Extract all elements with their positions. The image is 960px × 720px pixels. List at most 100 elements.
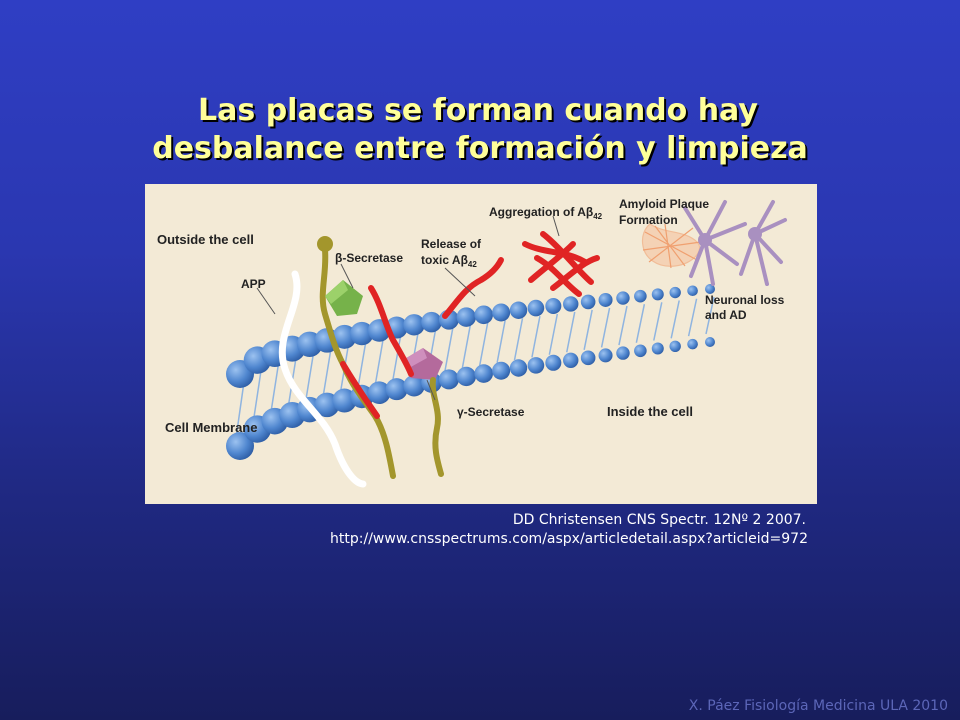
lipid-head: [403, 375, 425, 397]
label-neuronal-line1: Neuronal loss: [705, 293, 785, 307]
lipid-head: [474, 305, 494, 325]
lipid-head: [385, 378, 408, 401]
lipid-tail: [270, 361, 280, 414]
lipid-head: [438, 369, 459, 390]
lipid-head: [456, 366, 476, 387]
lipid-head: [421, 311, 442, 333]
lipid-tail: [496, 320, 506, 363]
lipid-tail: [461, 324, 472, 369]
lipid-tail: [374, 338, 384, 385]
lipid-tail: [687, 298, 698, 337]
amyloid-diagram-svg: Outside the cell APP β-Secretase Release…: [157, 197, 787, 488]
app-protein: [278, 270, 367, 488]
lipid-head: [527, 299, 545, 317]
label-app: APP: [241, 277, 266, 291]
lipid-head: [350, 321, 374, 346]
stub-knob: [317, 236, 333, 252]
label-cell-membrane: Cell Membrane: [165, 420, 257, 435]
lipid-head: [527, 357, 545, 374]
lipid-tail: [513, 318, 524, 361]
lipid-head: [580, 350, 596, 366]
amyloid-plaque: [641, 223, 702, 269]
lipid-tail: [531, 315, 541, 358]
lipid-tail: [235, 381, 245, 439]
lipid-head: [634, 344, 647, 358]
title-line-2: desbalance entre formación y limpieza: [152, 131, 808, 166]
lipid-tail: [600, 307, 611, 348]
lipid-head: [492, 303, 511, 322]
lipid-tail: [444, 327, 454, 372]
lipid-tail: [653, 302, 663, 341]
citation-url: http://www.cnsspectrums.com/aspx/article…: [330, 531, 808, 547]
lipid-tail: [548, 313, 559, 355]
label-release-line1: Release of: [421, 237, 482, 251]
lipid-head: [705, 284, 715, 294]
lipid-head: [651, 342, 664, 355]
label-aggregation-subscript: 42: [593, 212, 602, 221]
lipid-tail: [705, 296, 715, 335]
lipid-tail: [670, 300, 680, 339]
lipid-head: [545, 354, 562, 371]
lipid-tail: [566, 311, 576, 353]
lipid-head: [563, 352, 579, 368]
abeta-fragment-membrane: [340, 361, 380, 419]
leader-lines: [256, 215, 560, 401]
lipid-head: [332, 324, 357, 349]
lipid-head: [509, 301, 528, 319]
lipid-head: [403, 314, 425, 336]
label-plaque-line1: Amyloid Plaque: [619, 197, 709, 211]
label-aggregation-text: Aggregation of Aβ: [489, 205, 593, 219]
app-stub-2: [429, 377, 444, 477]
label-neuronal-line2: and AD: [705, 308, 747, 322]
lipid-head: [669, 286, 681, 299]
lipid-tail: [583, 309, 593, 350]
lipid-head: [545, 297, 562, 314]
lipid-tail: [635, 304, 646, 343]
lipid-head: [705, 337, 715, 347]
label-plaque-line2: Formation: [619, 213, 678, 227]
lipid-head: [616, 346, 630, 360]
label-outside-cell: Outside the cell: [157, 232, 254, 247]
label-inside-cell: Inside the cell: [607, 404, 693, 419]
lipid-tail: [304, 352, 315, 402]
label-release-line2: toxic Aβ42: [421, 253, 477, 269]
amyloid-diagram: Outside the cell APP β-Secretase Release…: [145, 184, 817, 504]
label-aggregation: Aggregation of Aβ42: [489, 205, 603, 221]
lipid-head: [687, 285, 698, 297]
lipid-head: [367, 381, 391, 405]
lipid-head: [598, 292, 613, 307]
lipid-head: [492, 361, 511, 380]
label-beta-secretase: β-Secretase: [335, 251, 403, 265]
abeta-released-2: [442, 257, 504, 319]
abeta-aggregation: [522, 231, 600, 297]
lipid-head: [509, 359, 528, 377]
lipid-head: [226, 432, 254, 460]
beta-secretase-enzyme: [325, 280, 363, 316]
lipid-head: [687, 338, 698, 350]
lipid-head: [563, 296, 579, 312]
neuron: [683, 200, 787, 286]
lipid-head: [474, 364, 494, 383]
footer-credit: X. Páez Fisiología Medicina ULA 2010: [688, 698, 948, 714]
lipid-tail: [478, 322, 489, 366]
lipid-head: [456, 307, 476, 327]
lipid-head: [634, 289, 647, 303]
lipid-tail: [252, 368, 263, 422]
lipid-head: [651, 288, 664, 301]
label-gamma-secretase: γ-Secretase: [457, 405, 525, 419]
lipid-tail: [618, 305, 628, 346]
abeta-released-1: [368, 285, 414, 377]
lipid-head: [598, 348, 613, 363]
title-line-1: Las placas se forman cuando hay: [198, 93, 758, 128]
lipid-bilayer: [226, 284, 715, 460]
label-release-text: toxic Aβ: [421, 253, 468, 267]
lipid-tail: [391, 335, 402, 382]
lipid-tail: [357, 341, 367, 389]
lipid-head: [580, 294, 596, 310]
lipid-head: [616, 291, 630, 305]
citation-reference: DD Christensen CNS Spectr. 12Nº 2 2007.: [512, 512, 806, 528]
slide-title: Las placas se forman cuando hay desbalan…: [0, 92, 960, 168]
lipid-tail: [322, 348, 332, 397]
lipid-head: [669, 340, 681, 353]
label-release-subscript: 42: [468, 260, 477, 269]
